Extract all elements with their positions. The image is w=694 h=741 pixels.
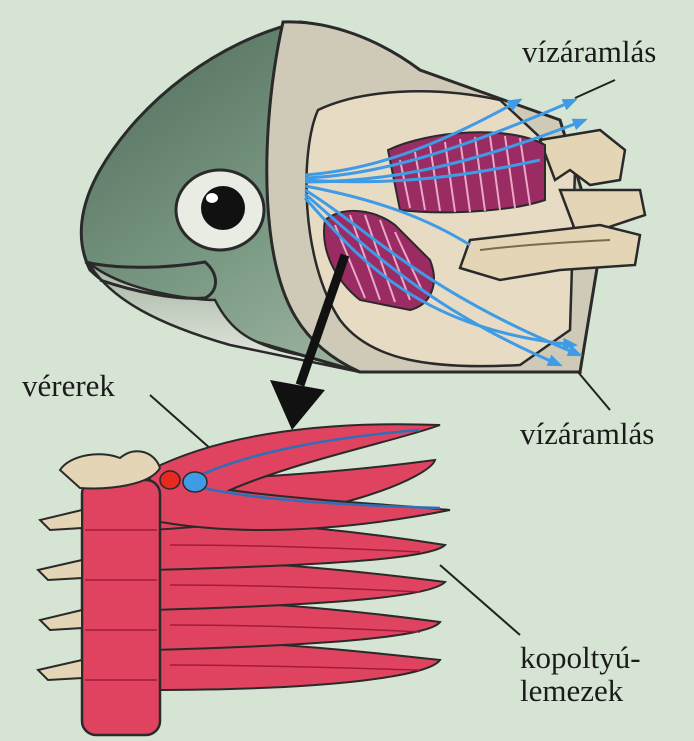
leader-line-water-top [575, 80, 615, 98]
fish-head [81, 22, 645, 372]
leader-line-water-bottom [578, 372, 610, 410]
label-gill-lamellae: kopoltyú- lemezek [520, 642, 641, 707]
label-gill-lamellae-line1: kopoltyú- [520, 642, 641, 675]
label-water-flow-top: vízáramlás [522, 36, 656, 69]
gill-detail [38, 424, 450, 735]
leader-line-vessels [150, 395, 212, 450]
label-water-flow-bottom: vízáramlás [520, 418, 654, 451]
eye-icon [176, 170, 264, 250]
label-blood-vessels: vérerek [22, 370, 115, 403]
label-gill-lamellae-line2: lemezek [520, 675, 641, 708]
leader-line-lamellae [440, 565, 520, 635]
